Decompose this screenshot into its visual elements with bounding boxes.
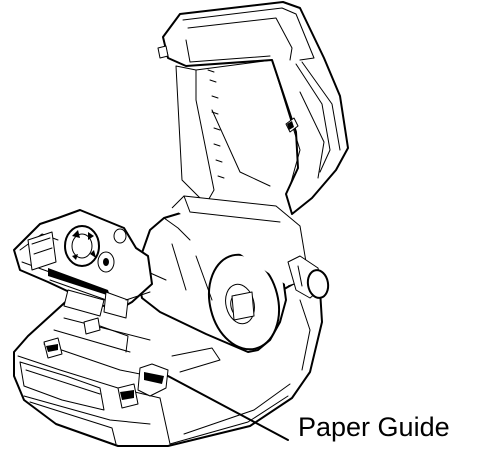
- paper-guide: [43, 317, 221, 409]
- top-cover: [157, 1, 349, 215]
- ribbon-mechanism: [13, 209, 153, 319]
- paper-guide-label: Paper Guide: [298, 412, 450, 442]
- inner-frame: [171, 195, 330, 299]
- callout-leader-line: [167, 375, 289, 441]
